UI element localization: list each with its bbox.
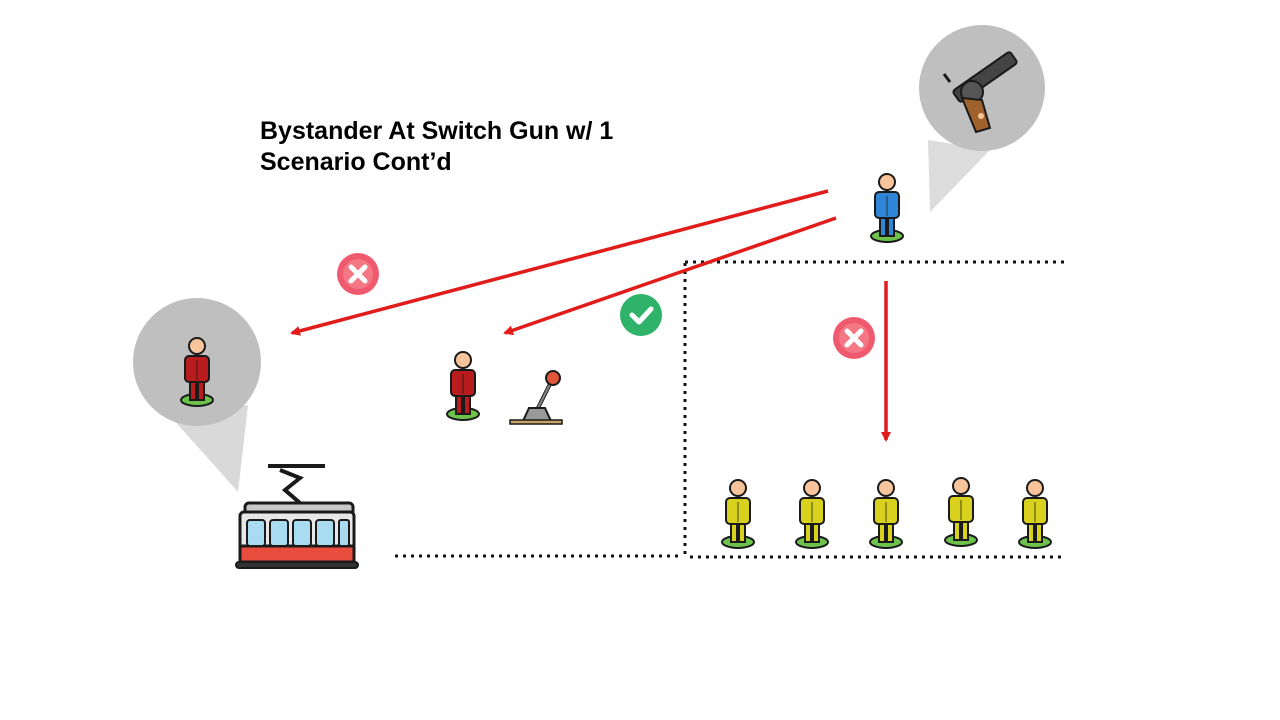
track-person bbox=[721, 479, 755, 549]
person-bubble bbox=[133, 298, 261, 492]
arrow-to-main-track-victim bbox=[290, 189, 829, 336]
x-badge-icon bbox=[337, 253, 379, 295]
diagram-title: Bystander At Switch Gun w/ 1 Scenario Co… bbox=[260, 116, 680, 178]
track-person bbox=[944, 477, 978, 547]
revolver-icon bbox=[942, 51, 1018, 134]
track-person bbox=[795, 479, 829, 549]
title-line-2: Scenario Cont’d bbox=[260, 148, 452, 176]
shooter-person bbox=[870, 173, 904, 243]
title-line-1: Bystander At Switch Gun w/ 1 bbox=[260, 117, 614, 145]
track-person bbox=[1018, 479, 1052, 549]
arrow-to-bystander bbox=[503, 216, 837, 336]
lever-switch-icon bbox=[509, 370, 563, 425]
check-badge-icon bbox=[620, 294, 662, 336]
arrows bbox=[290, 189, 891, 442]
bystander-at-switch bbox=[446, 351, 480, 421]
gun-bubble bbox=[919, 25, 1045, 212]
track-group bbox=[721, 477, 1052, 549]
trolley-icon bbox=[235, 464, 359, 569]
track-person bbox=[869, 479, 903, 549]
track-lines bbox=[395, 260, 1065, 559]
x-badge-icon bbox=[833, 317, 875, 359]
